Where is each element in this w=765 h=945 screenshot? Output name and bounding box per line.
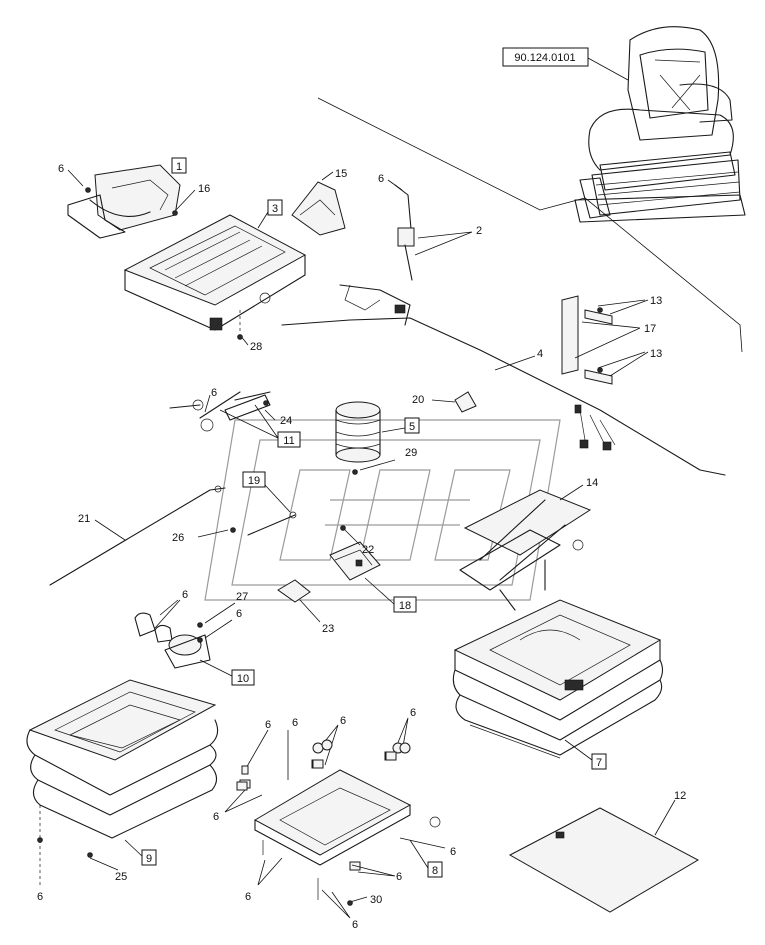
callout-27: 27 — [236, 591, 248, 603]
box-19-label: 19 — [248, 475, 260, 487]
callout-25: 25 — [115, 871, 127, 883]
box-8 — [427, 861, 443, 878]
box-3 — [267, 199, 283, 216]
reference-seat-assembly: 90.124.0101 — [502, 26, 746, 223]
box-11 — [277, 431, 301, 448]
callout-6: 6 — [292, 717, 298, 729]
callout-6: 6 — [58, 163, 64, 175]
box-3-label: 3 — [272, 203, 278, 215]
reference-number: 90.124.0101 — [514, 52, 575, 64]
box-18 — [393, 596, 417, 613]
callout-6: 6 — [340, 715, 346, 727]
part-3-frame: 3 — [123, 199, 307, 331]
callout-17: 17 — [644, 323, 656, 335]
part-17-straps — [561, 295, 649, 385]
box-8-label: 8 — [432, 865, 438, 877]
callout-14: 14 — [586, 477, 598, 489]
callout-6: 6 — [265, 719, 271, 731]
callout-23: 23 — [322, 623, 334, 635]
callout-6: 6 — [211, 387, 217, 399]
part-21-cable — [49, 485, 226, 586]
callout-6: 6 — [410, 707, 416, 719]
callout-6: 6 — [236, 608, 242, 620]
callout-6: 6 — [450, 846, 456, 858]
box-19 — [242, 471, 266, 488]
callout-2: 2 — [476, 225, 482, 237]
box-1 — [171, 157, 187, 174]
callout-6: 6 — [213, 811, 219, 823]
reference-leader — [317, 97, 743, 353]
part-10-motor: 10 — [134, 612, 255, 686]
callout-numbers: 6 16 15 6 2 13 17 13 28 4 20 6 24 29 14 … — [37, 163, 686, 931]
callout-16: 16 — [198, 183, 210, 195]
callout-6: 6 — [245, 891, 251, 903]
part-8-slide-rails: 8 — [239, 751, 443, 900]
part-20-clip — [431, 391, 477, 413]
box-10-label: 10 — [237, 673, 249, 685]
part-1-plate: 1 — [67, 157, 187, 239]
callout-26: 26 — [172, 532, 184, 544]
callout-13: 13 — [650, 295, 662, 307]
part-9-bellows: 9 — [26, 679, 219, 866]
callout-15: 15 — [335, 168, 347, 180]
part-18-mechanism: 18 — [329, 541, 417, 613]
box-18-label: 18 — [399, 600, 411, 612]
callout-13: 13 — [650, 348, 662, 360]
watermark-logo — [204, 419, 561, 601]
reference-box — [502, 47, 589, 67]
callout-22: 22 — [362, 544, 374, 556]
box-9-label: 9 — [146, 853, 152, 865]
box-1-label: 1 — [176, 161, 182, 173]
part-14-scissor — [459, 484, 592, 611]
box-9 — [141, 849, 157, 866]
part-11-pins: 11 — [169, 391, 301, 448]
box-5 — [404, 417, 420, 434]
part-4-harness — [281, 284, 726, 476]
part-12-plate — [508, 799, 700, 913]
callout-30: 30 — [370, 894, 382, 906]
callout-6: 6 — [37, 891, 43, 903]
callout-28: 28 — [250, 341, 262, 353]
callout-6: 6 — [182, 589, 188, 601]
callout-12: 12 — [674, 790, 686, 802]
part-5-air-spring: 5 — [335, 401, 420, 463]
callout-4: 4 — [537, 348, 543, 360]
box-11-label: 11 — [283, 435, 294, 447]
box-7 — [591, 753, 607, 770]
callout-29: 29 — [405, 447, 417, 459]
hardware-fasteners — [37, 187, 603, 906]
part-19-rod: 19 — [242, 471, 297, 536]
part-7-base-assembly: 7 — [452, 599, 664, 770]
callout-24: 24 — [280, 415, 292, 427]
box-5-label: 5 — [409, 421, 415, 433]
box-7-label: 7 — [596, 757, 602, 769]
callout-20: 20 — [412, 394, 424, 406]
part-15-bracket — [291, 171, 346, 236]
box-10 — [231, 669, 255, 686]
part-2-lever — [394, 184, 473, 281]
callout-21: 21 — [78, 513, 90, 525]
part-23-pad — [277, 579, 321, 623]
callout-6: 6 — [396, 871, 402, 883]
callout-6: 6 — [352, 919, 358, 931]
callout-6: 6 — [378, 173, 384, 185]
